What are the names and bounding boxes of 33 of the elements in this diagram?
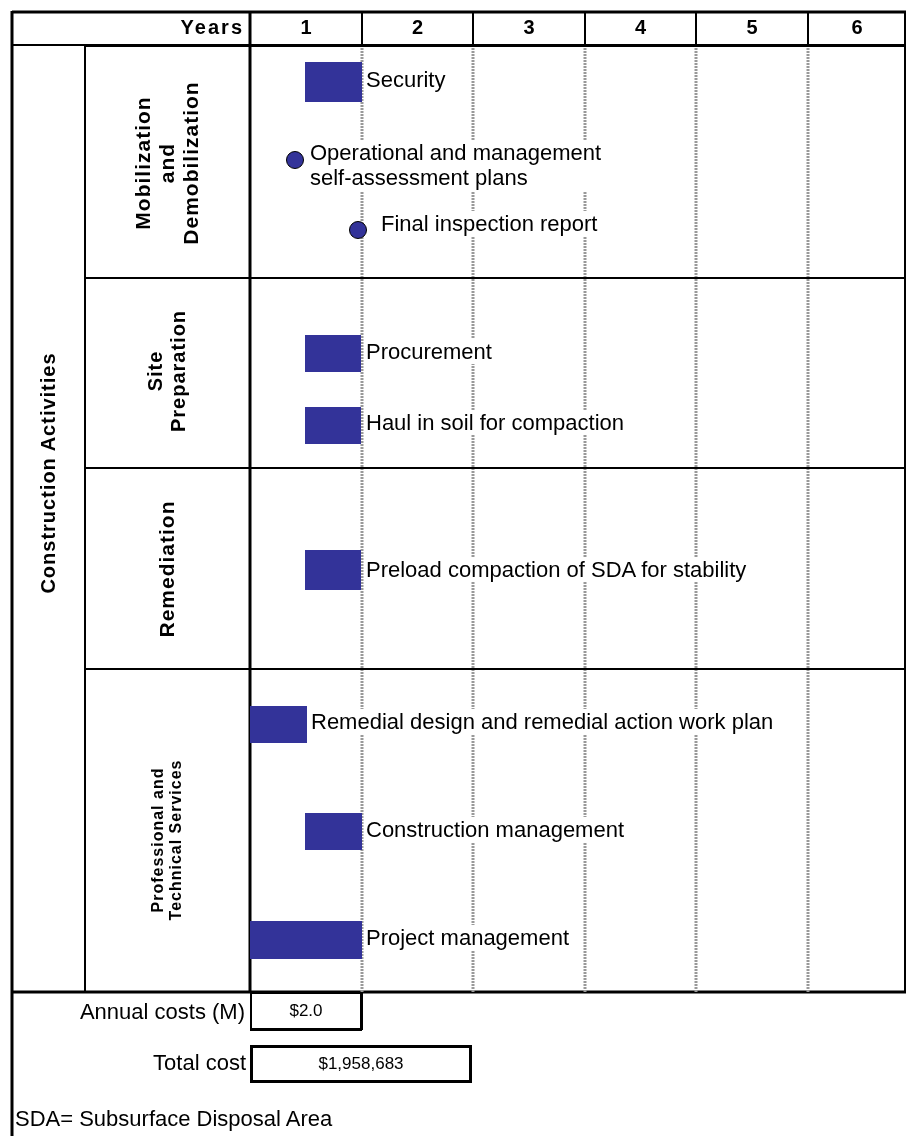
gantt-bar	[305, 335, 361, 372]
task-label: Final inspection report	[381, 211, 598, 237]
gantt-bar	[305, 813, 362, 850]
task-label: Preload compaction of SDA for stability	[366, 557, 747, 583]
task-label: Procurement	[366, 339, 492, 365]
gantt-bar	[250, 921, 362, 959]
category-label: Remediation	[154, 499, 179, 640]
gantt-bar	[305, 62, 362, 102]
task-label: Construction management	[366, 817, 625, 843]
task-label: Remedial design and remedial action work plan	[311, 709, 774, 735]
category-label: Mobilization and Demobilization	[130, 80, 204, 247]
year-header: 3	[522, 16, 536, 39]
task-label: Project management	[366, 925, 569, 951]
milestone-marker	[286, 151, 304, 169]
year-header: 4	[633, 16, 648, 39]
category-label: Professional and Technical Services	[148, 758, 185, 923]
year-header: 1	[299, 16, 313, 39]
footnote: SDA= Subsurface Disposal Area	[15, 1106, 333, 1132]
row-label: Annual costs (M)	[78, 999, 245, 1025]
gantt-bar	[305, 550, 361, 590]
milestone-marker	[349, 221, 367, 239]
category-label: Construction Activities	[36, 351, 60, 596]
cost-box: $2.0	[250, 992, 362, 1030]
row-label: Total cost	[152, 1050, 246, 1076]
gantt-bar	[250, 706, 307, 743]
task-label: Haul in soil for compaction	[366, 410, 624, 436]
year-header: 6	[850, 16, 864, 39]
gantt-bar	[305, 407, 361, 444]
year-header: 5	[745, 16, 759, 39]
cost-box: $1,958,683	[250, 1045, 472, 1083]
column-header: Years	[179, 16, 244, 39]
year-header: 2	[410, 16, 425, 39]
category-label: Site Preparation	[144, 308, 190, 435]
